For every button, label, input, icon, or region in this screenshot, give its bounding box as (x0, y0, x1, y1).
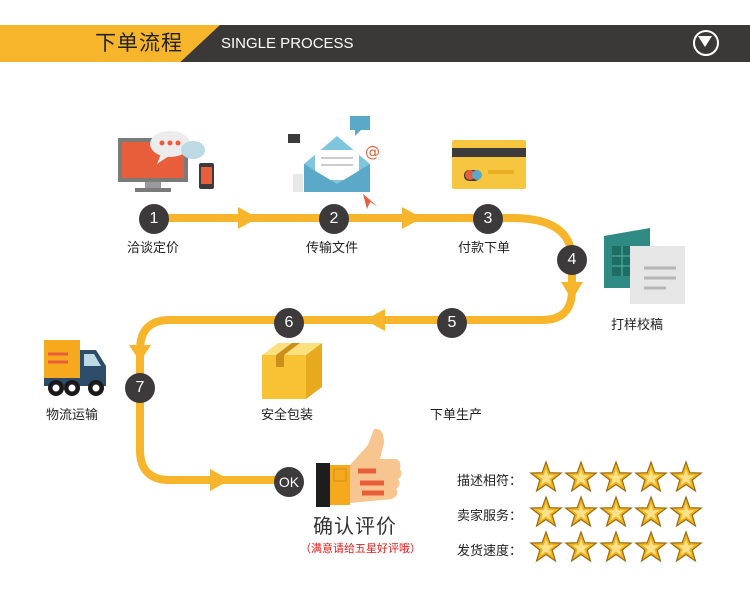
credit-card-icon (452, 140, 526, 189)
star-icon (669, 530, 703, 564)
star-icon (564, 460, 598, 494)
step-5-badge: 5 (437, 308, 467, 338)
step-7-label: 物流运输 (46, 408, 99, 423)
star-icon (599, 530, 633, 564)
document-icon (604, 228, 685, 304)
step-5-label: 下单生产 (430, 408, 483, 423)
truck-icon (44, 340, 106, 396)
star-icon (634, 495, 668, 529)
step-4-label: 打样校稿 (611, 318, 664, 333)
star-icon (599, 460, 633, 494)
header-accent (0, 25, 220, 62)
star-icon (529, 460, 563, 494)
thumbs-up-icon (316, 428, 402, 507)
star-icon (564, 530, 598, 564)
box-icon (262, 343, 322, 399)
chevron-down-icon (698, 36, 712, 47)
step-2-badge: 2 (319, 204, 349, 234)
step-1-badge: 1 (139, 204, 169, 234)
rating-label-description: 描述相符： (457, 474, 523, 489)
confirm-review-title: 确认评价 (313, 514, 397, 538)
star-icon (599, 495, 633, 529)
confirm-review-note: （满意请给五星好评哦） (300, 542, 421, 555)
computer-chat-icon (118, 131, 214, 192)
svg-text:@: @ (365, 143, 380, 161)
page-title: 下单流程 (95, 31, 183, 55)
step-2-label: 传输文件 (306, 241, 359, 256)
header-bar: 下单流程 SINGLE PROCESS (0, 25, 750, 62)
step-6-badge: 6 (274, 308, 304, 338)
star-icon (529, 530, 563, 564)
expand-button[interactable] (693, 30, 719, 56)
step-4-badge: 4 (557, 245, 587, 275)
step-ok-badge: OK (274, 467, 304, 497)
rating-label-service: 卖家服务： (457, 509, 523, 524)
star-icon (669, 495, 703, 529)
email-icon: @ (288, 116, 380, 209)
step-6-label: 安全包装 (261, 408, 314, 423)
star-icon (634, 530, 668, 564)
page-subtitle: SINGLE PROCESS (221, 35, 354, 52)
step-3-label: 付款下单 (458, 241, 511, 256)
step-1-label: 洽谈定价 (127, 241, 180, 256)
step-7-badge: 7 (125, 373, 155, 403)
star-icon (634, 460, 668, 494)
star-icon (564, 495, 598, 529)
star-icon (529, 495, 563, 529)
star-icon (669, 460, 703, 494)
step-3-badge: 3 (473, 204, 503, 234)
rating-label-shipping: 发货速度： (457, 544, 523, 559)
